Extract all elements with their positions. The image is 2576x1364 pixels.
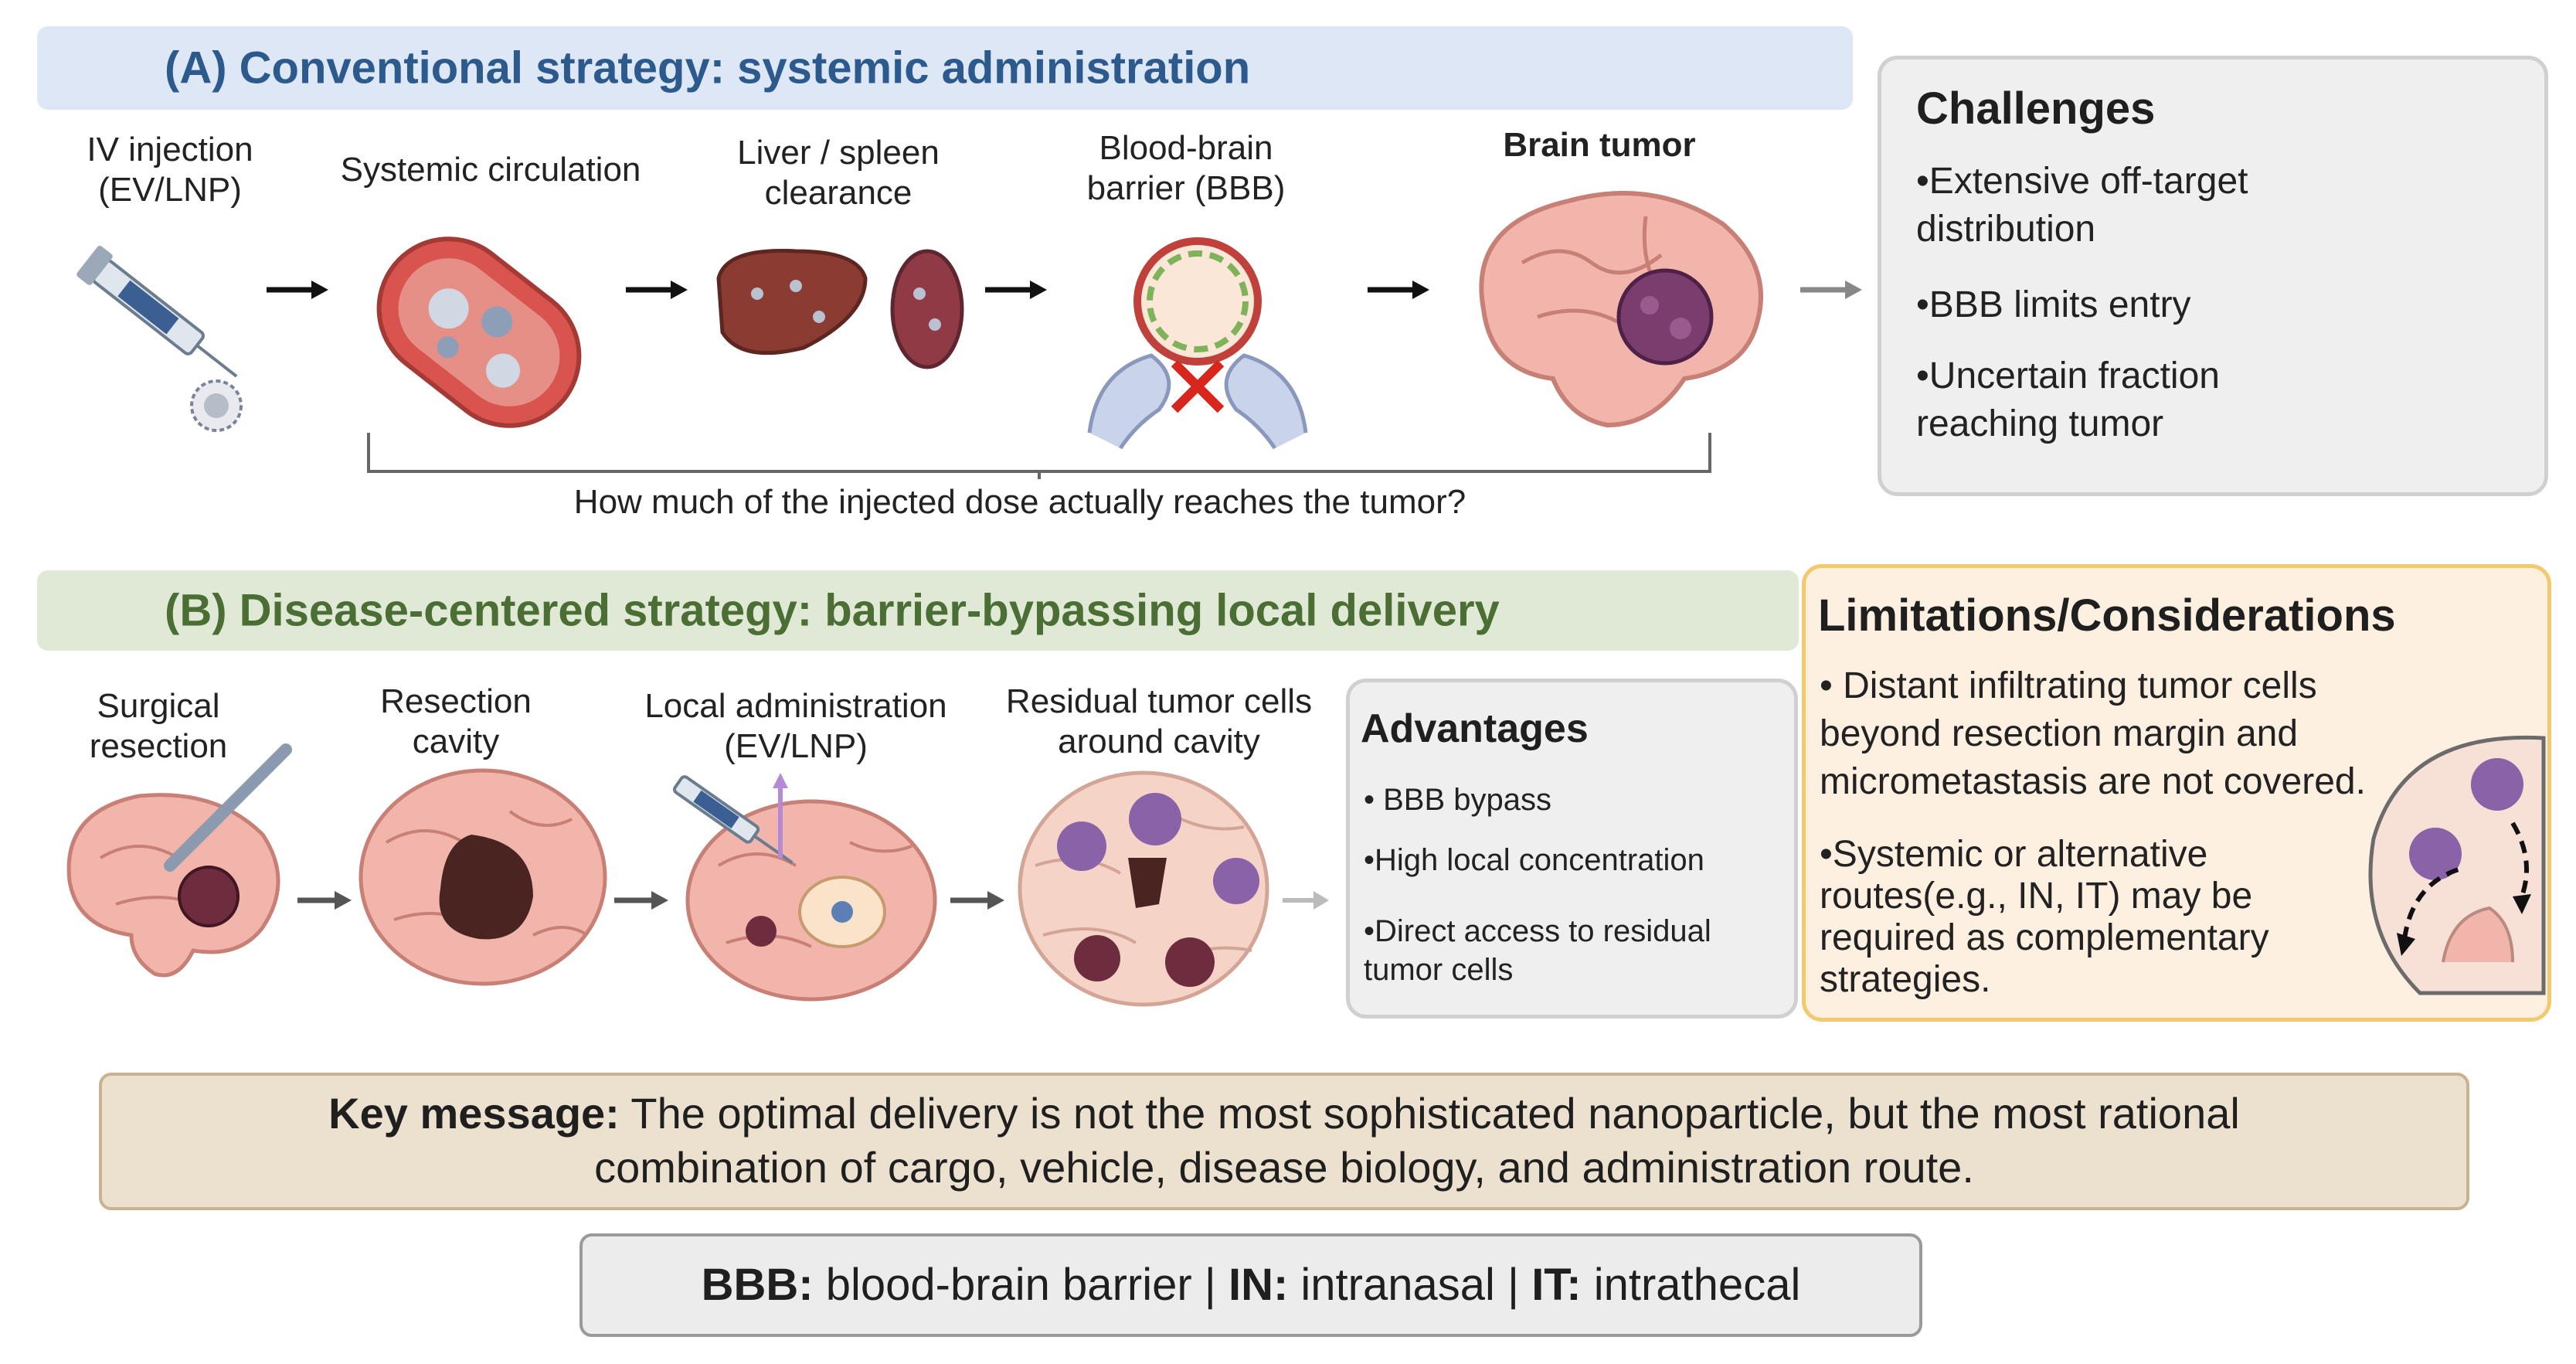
limitation-item: required as complementary <box>1820 917 2269 958</box>
challenge-item: •Uncertain fraction <box>1916 355 2220 396</box>
panel-a-title: (A) Conventional strategy: systemic admi… <box>165 43 1251 94</box>
local-administration-icon <box>672 773 937 1002</box>
step-surgical-resection-label: Surgical resection <box>89 687 228 765</box>
panel-a-banner: (A) Conventional strategy: systemic admi… <box>37 26 1853 110</box>
advantages-title: Advantages <box>1361 706 1589 751</box>
advantage-item: tumor cells <box>1364 953 1514 987</box>
abbr-in-key: IN: <box>1228 1260 1289 1310</box>
limitation-item: micrometastasis are not covered. <box>1820 761 2366 802</box>
surgical-brain-icon <box>66 743 292 978</box>
panel-b-title: (B) Disease-centered strategy: barrier-b… <box>165 585 1500 636</box>
abbr-it-value: intrathecal <box>1581 1260 1801 1310</box>
abbreviations-line: BBB: blood-brain barrier | IN: intranasa… <box>583 1236 1919 1334</box>
key-message-box: Key message: The optimal delivery is not… <box>99 1073 2469 1210</box>
step-resection-cavity-label: Resection cavity <box>380 682 532 760</box>
challenge-item: •Extensive off-target <box>1916 161 2248 202</box>
panel-b-banner: (B) Disease-centered strategy: barrier-b… <box>37 570 1799 651</box>
step-iv-injection-label: IV injection (EV/LNP) <box>87 131 253 209</box>
step-bbb-label: Blood-brain barrier (BBB) <box>1086 129 1286 207</box>
blood-vessel-icon <box>376 236 582 428</box>
limitation-item: • Distant infiltrating tumor cells <box>1820 665 2317 706</box>
residual-tumor-icon <box>1018 770 1269 1007</box>
advantages-box: Advantages • BBB bypass •High local conc… <box>1346 679 1798 1019</box>
advantage-item: • BBB bypass <box>1364 783 1552 817</box>
limitation-item: routes(e.g., IN, IT) may be <box>1820 876 2253 917</box>
arrow-right-icon <box>1800 281 1862 299</box>
brain-side-icon <box>2368 735 2546 995</box>
abbr-bbb-value: blood-brain barrier | <box>813 1260 1229 1310</box>
resection-cavity-icon <box>359 768 607 986</box>
abbr-in-value: intranasal | <box>1288 1260 1532 1310</box>
bracket <box>367 433 1711 479</box>
arrow-right-icon <box>1368 281 1429 299</box>
brain-tumor-icon <box>1479 191 1763 428</box>
challenge-item: reaching tumor <box>1916 403 2164 444</box>
arrow-right-icon <box>1283 891 1329 910</box>
key-message-line-1: Key message: The optimal delivery is not… <box>102 1088 2466 1138</box>
challenges-box: Challenges •Extensive off-target distrib… <box>1878 56 2548 496</box>
step-liver-spleen-label: Liver / spleen clearance <box>737 134 940 212</box>
step-local-administration-label: Local administration (EV/LNP) <box>644 687 947 765</box>
limitations-box: Limitations/Considerations • Distant inf… <box>1802 564 2551 1022</box>
arrow-right-icon <box>297 891 352 910</box>
abbreviations-box: BBB: blood-brain barrier | IN: intranasa… <box>579 1233 1922 1337</box>
key-message-text-1: The optimal delivery is not the most sop… <box>619 1089 2240 1138</box>
limitation-item: strategies. <box>1820 959 1991 1000</box>
step-brain-tumor-label: Brain tumor <box>1503 126 1696 164</box>
key-message-line-2: combination of cargo, vehicle, disease b… <box>594 1143 1974 1192</box>
arrow-right-icon <box>626 281 688 299</box>
arrow-right-icon <box>267 281 328 299</box>
challenge-item: •BBB limits entry <box>1916 284 2191 325</box>
step-residual-tumor-label: Residual tumor cells around cavity <box>1005 682 1313 760</box>
limitations-title: Limitations/Considerations <box>1818 590 2396 641</box>
advantage-item: •Direct access to residual <box>1364 914 1711 948</box>
limitation-item: •Systemic or alternative <box>1820 834 2208 875</box>
arrow-right-icon <box>614 891 668 910</box>
step-systemic-circulation-label: Systemic circulation <box>340 151 641 189</box>
arrow-right-icon <box>985 281 1047 299</box>
advantage-item: •High local concentration <box>1364 843 1704 877</box>
challenge-item: distribution <box>1916 209 2096 250</box>
challenges-title: Challenges <box>1916 83 2156 134</box>
syringe-icon <box>76 245 243 432</box>
liver-spleen-icon <box>716 248 964 369</box>
arrow-right-icon <box>950 891 1004 910</box>
bbb-icon <box>1087 237 1308 450</box>
abbr-it-key: IT: <box>1531 1260 1582 1310</box>
limitation-item: beyond resection margin and <box>1820 713 2299 754</box>
abbr-bbb-key: BBB: <box>701 1260 814 1310</box>
dose-question: How much of the injected dose actually r… <box>573 483 1466 521</box>
key-message-label: Key message: <box>328 1089 620 1138</box>
